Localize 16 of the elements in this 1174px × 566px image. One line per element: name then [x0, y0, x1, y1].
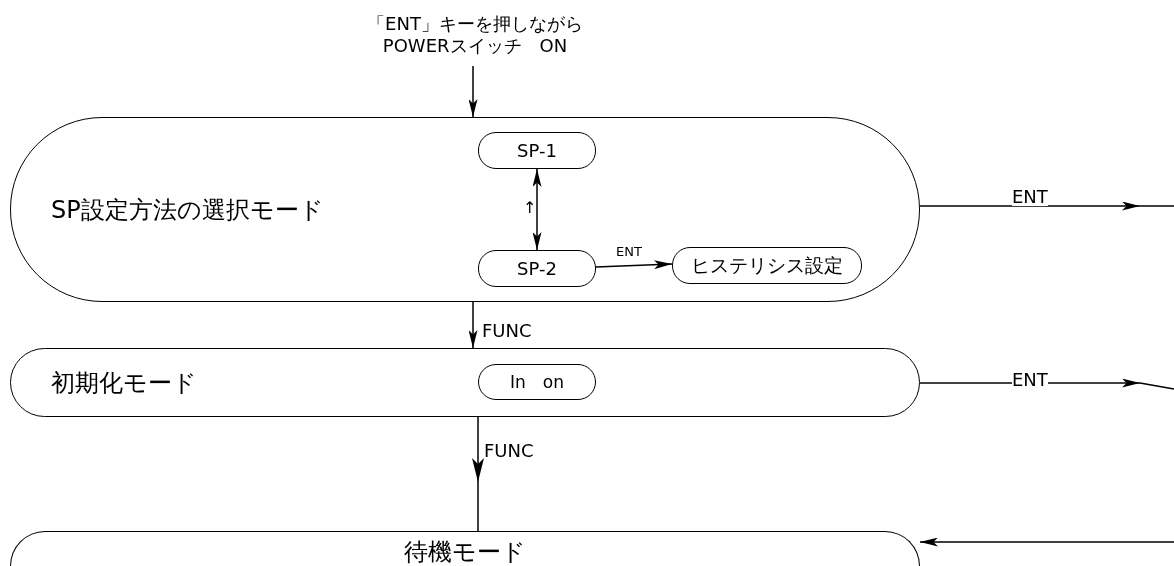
state-box: [478, 250, 596, 287]
mode-label: 初期化モード: [51, 367, 197, 399]
instruction-text: 「ENT」キーを押しながらPOWERスイッチ ON: [355, 6, 595, 64]
state-box: [478, 132, 596, 169]
edge-label: ENT: [616, 245, 642, 258]
mode-label: ヒステリシス設定: [691, 252, 843, 278]
edge-label: FUNC: [482, 322, 532, 340]
mode-label: In on: [510, 370, 564, 394]
edge-label: FUNC: [484, 442, 534, 460]
mode-label: 待機モード: [404, 536, 526, 566]
mode-label: SP-2: [517, 258, 557, 279]
mode-label: SP-1: [517, 140, 557, 161]
mode-label: SP設定方法の選択モード: [51, 194, 324, 226]
state-box: [672, 247, 862, 284]
edge-label: ENT: [1012, 188, 1048, 206]
edge-label: ENT: [1012, 371, 1048, 389]
